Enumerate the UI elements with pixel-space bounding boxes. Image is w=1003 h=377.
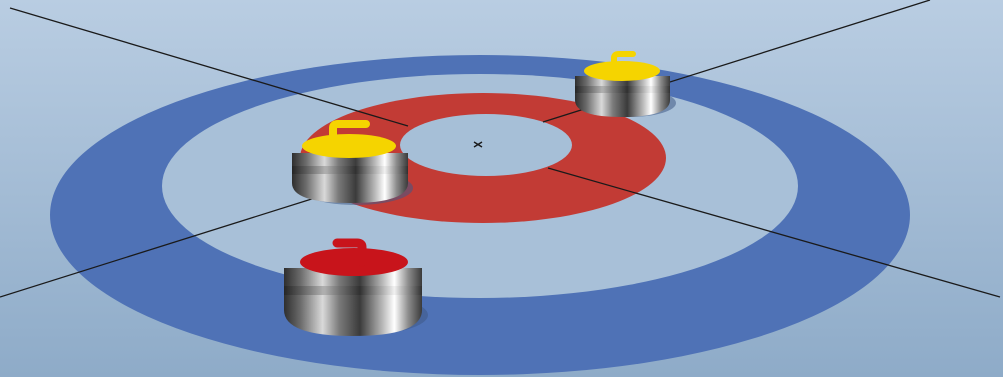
stone-body — [284, 268, 422, 336]
stone-top — [302, 134, 396, 158]
pin-mark — [473, 141, 483, 148]
centre-line-left — [0, 196, 319, 298]
yellow-stone-left[interactable] — [292, 120, 413, 205]
stone-handle — [332, 238, 367, 267]
button-ring — [400, 114, 572, 176]
stone-band — [284, 286, 422, 295]
stone-band — [292, 166, 408, 174]
stone-band — [575, 86, 670, 93]
stone-handle — [329, 120, 370, 147]
stone-handle — [611, 51, 636, 73]
stone-top — [584, 61, 660, 81]
stone-top — [300, 248, 408, 276]
stone-body — [575, 76, 670, 117]
yellow-stone-back[interactable] — [575, 51, 676, 117]
stone-body — [292, 153, 408, 203]
red-stone-front[interactable] — [284, 238, 428, 336]
tee-line-right — [547, 167, 1001, 298]
tee-line-left — [9, 7, 409, 127]
